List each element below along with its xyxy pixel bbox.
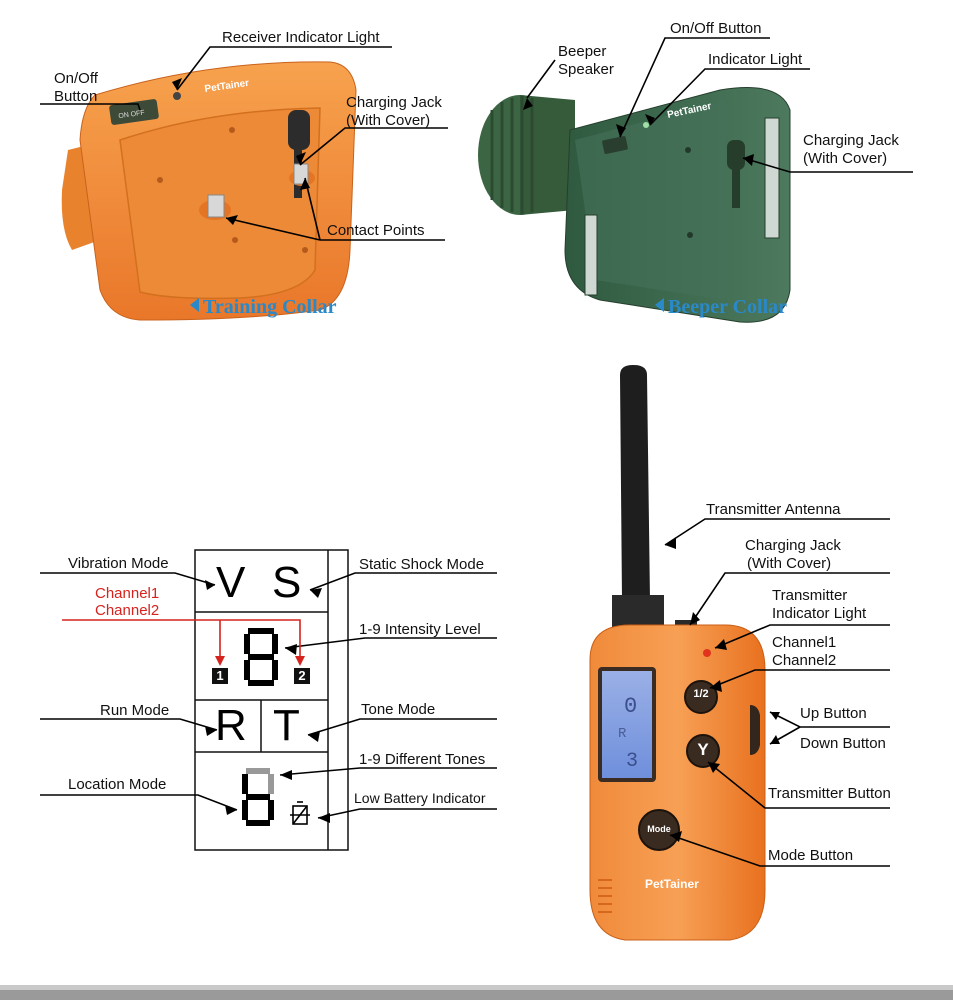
label-training-on-off-line1: On/Off bbox=[54, 70, 98, 87]
label-tx-channel1: Channel1 bbox=[772, 634, 837, 651]
channel-leader-lines bbox=[62, 619, 301, 660]
lcd-diagram-frame bbox=[194, 549, 349, 851]
svg-text:PetTainer: PetTainer bbox=[645, 877, 699, 891]
label-lcd-channel2: Channel2 bbox=[95, 602, 160, 619]
tone-digit bbox=[242, 768, 274, 826]
label-beeper-on-off: On/Off Button bbox=[670, 20, 762, 37]
channel2-badge-bg bbox=[294, 668, 310, 684]
label-tx-charging-line1: Charging Jack bbox=[745, 537, 841, 554]
label-static-shock-mode: Static Shock Mode bbox=[359, 556, 485, 573]
label-transmitter-button: Transmitter Button bbox=[768, 785, 891, 802]
label-down-button: Down Button bbox=[800, 735, 886, 752]
label-training-charging-line2: (With Cover) bbox=[346, 112, 431, 129]
caption-arrow-icon bbox=[190, 298, 199, 312]
label-training-charging-line1: Charging Jack bbox=[346, 94, 442, 111]
lcd-static-glyph: S bbox=[272, 558, 302, 607]
caption-beeper-collar: Beeper Collar bbox=[655, 296, 787, 319]
screen-digit-top: 0 bbox=[624, 694, 638, 719]
leader-lines bbox=[40, 37, 913, 867]
channel-toggle-button[interactable]: 1/2 bbox=[693, 688, 709, 700]
channel1-badge: 1 bbox=[216, 668, 224, 683]
beeper-collar: PetTainer bbox=[478, 87, 791, 323]
label-up-button: Up Button bbox=[800, 705, 867, 722]
channel1-badge-bg bbox=[212, 668, 228, 684]
label-beeper-line1: Beeper bbox=[558, 43, 607, 60]
label-tx-light-line1: Transmitter bbox=[772, 587, 848, 604]
label-training-on-off-line2: Button bbox=[54, 88, 98, 105]
channel-arrowheads bbox=[215, 656, 305, 666]
screen-run-indicator: R bbox=[618, 726, 627, 742]
label-transmitter-antenna: Transmitter Antenna bbox=[706, 501, 841, 518]
label-contact-points: Contact Points bbox=[327, 222, 425, 239]
footer-bar-highlight bbox=[0, 985, 953, 990]
screen-digit-bottom: 3 bbox=[626, 750, 639, 773]
caption-training-text: Training Collar bbox=[203, 296, 337, 318]
label-vibration-mode: Vibration Mode bbox=[68, 555, 169, 572]
caption-beeper-text: Beeper Collar bbox=[668, 296, 788, 318]
low-battery-icon bbox=[290, 801, 310, 825]
label-different-tones: 1-9 Different Tones bbox=[359, 751, 486, 768]
lcd-run-glyph: R bbox=[215, 701, 247, 750]
label-beeper-charging-line2: (With Cover) bbox=[803, 150, 888, 167]
mode-button[interactable]: Mode bbox=[647, 824, 671, 834]
label-run-mode: Run Mode bbox=[100, 702, 170, 719]
lcd-vibration-glyph: V bbox=[216, 558, 246, 607]
label-tx-channel2: Channel2 bbox=[772, 652, 837, 669]
label-beeper-charging-line1: Charging Jack bbox=[803, 132, 899, 149]
label-beeper-line2: Speaker bbox=[558, 61, 614, 78]
label-tx-light-line2: Indicator Light bbox=[772, 605, 867, 622]
caption-arrow-icon bbox=[655, 298, 664, 312]
label-tone-mode: Tone Mode bbox=[361, 701, 436, 718]
transmit-y-button[interactable]: Y bbox=[697, 740, 709, 759]
label-lcd-channel1: Channel1 bbox=[95, 585, 160, 602]
intensity-digit bbox=[244, 628, 278, 686]
caption-training-collar: Training Collar bbox=[190, 296, 337, 319]
label-low-battery: Low Battery Indicator bbox=[354, 790, 486, 806]
training-collar: ON OFF PetTainer bbox=[61, 61, 357, 321]
label-intensity-level: 1-9 Intensity Level bbox=[359, 621, 481, 638]
transmitter-device: PetTainer bbox=[589, 365, 766, 941]
svg-text:ON OFF: ON OFF bbox=[118, 110, 145, 121]
label-mode-button: Mode Button bbox=[768, 847, 854, 864]
footer-bar bbox=[0, 985, 953, 1000]
lcd-tone-glyph: T bbox=[273, 701, 300, 750]
label-receiver-indicator-light: Receiver Indicator Light bbox=[222, 29, 380, 46]
channel2-badge: 2 bbox=[298, 668, 306, 683]
label-location-mode: Location Mode bbox=[68, 776, 167, 793]
label-beeper-indicator: Indicator Light bbox=[708, 51, 803, 68]
label-tx-charging-line2: (With Cover) bbox=[747, 555, 832, 572]
leader-arrowheads bbox=[172, 78, 780, 842]
